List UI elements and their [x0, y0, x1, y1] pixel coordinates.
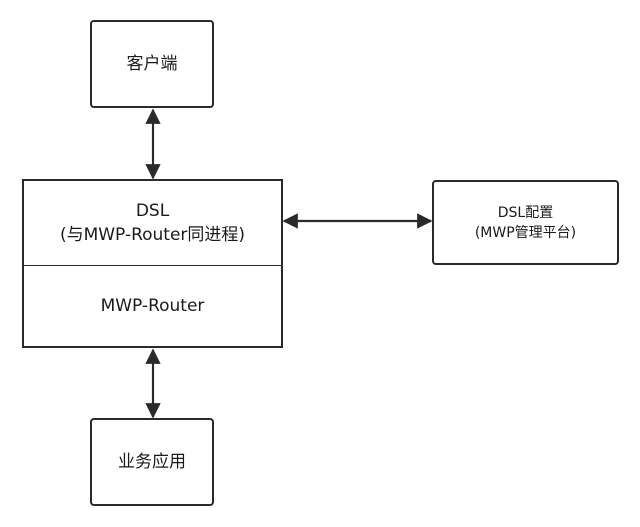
client-node: 客户端: [90, 20, 214, 108]
dsl-title: DSL: [135, 201, 170, 221]
business-label: 业务应用: [118, 452, 186, 472]
stack-divider: [24, 265, 281, 266]
dsl-subtitle: (与MWP-Router同进程): [59, 225, 246, 245]
dsl-section: DSL (与MWP-Router同进程): [24, 181, 281, 265]
client-label: 客户端: [126, 54, 178, 74]
dsl-config-title: DSL配置: [497, 204, 554, 221]
business-node: 业务应用: [90, 418, 214, 506]
dsl-config-subtitle: (MWP管理平台): [474, 224, 577, 241]
dsl-router-stack: DSL (与MWP-Router同进程) MWP-Router: [22, 179, 283, 348]
router-section: MWP-Router: [24, 266, 281, 346]
dsl-config-node: DSL配置 (MWP管理平台): [432, 180, 619, 265]
router-label: MWP-Router: [100, 296, 205, 316]
